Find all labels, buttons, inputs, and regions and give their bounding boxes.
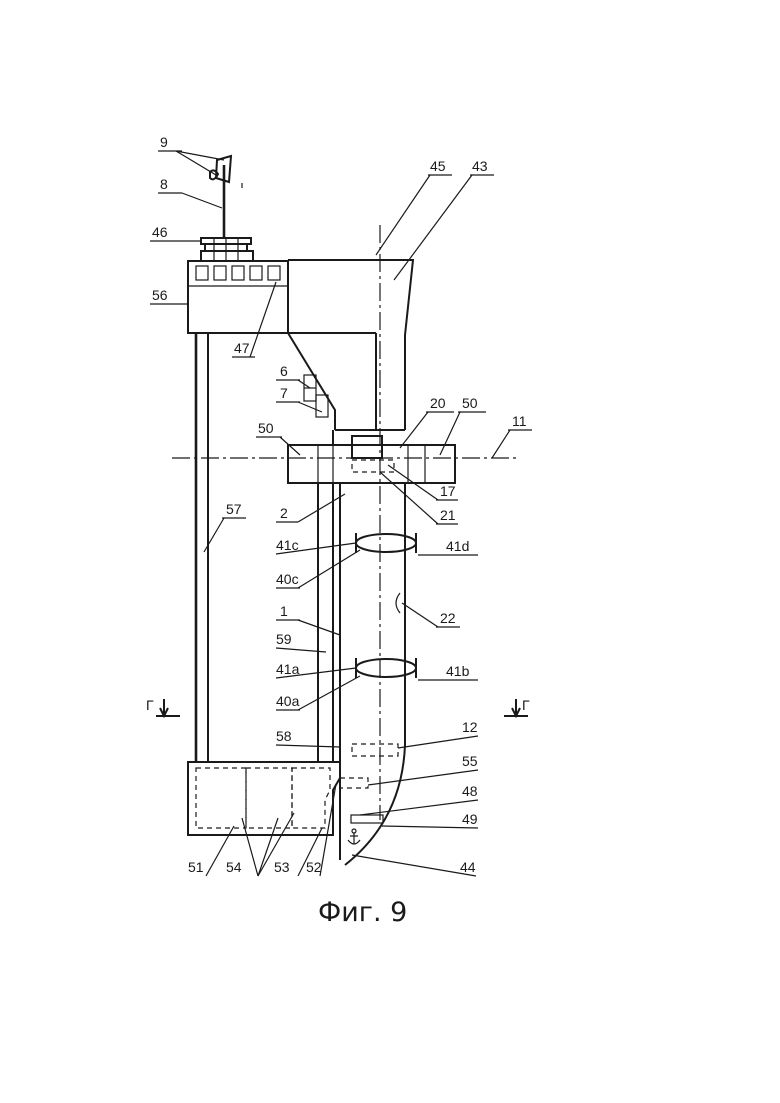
label-17: 17 [440,483,456,499]
label-57: 57 [226,501,242,517]
label-41a: 41a [276,661,300,677]
label-9: 9 [160,134,168,150]
label-21: 21 [440,507,456,523]
label-11: 11 [512,413,527,429]
label-48: 48 [462,783,478,799]
device-6-7 [304,375,328,417]
mast-base [201,238,253,261]
anchor-icon [348,829,360,844]
label-section-left: Г [146,697,154,713]
label-43: 43 [472,158,488,174]
label-8: 8 [160,176,168,192]
cabin [188,261,288,333]
label-53: 53 [274,859,290,875]
label-41d: 41d [446,538,469,554]
label-56: 56 [152,287,168,303]
section-marks [156,699,528,716]
label-47: 47 [234,340,250,356]
label-2: 2 [280,505,288,521]
top-housing [288,260,413,430]
label-41c: 41c [276,537,299,553]
antenna-icon [210,156,242,238]
label-44: 44 [460,859,476,875]
figure-caption: Фиг. 9 [318,897,407,928]
label-58: 58 [276,728,292,744]
label-section-right: Г [522,697,530,713]
label-40a: 40a [276,693,300,709]
label-49: 49 [462,811,478,827]
hull-tube [340,483,416,865]
label-41b: 41b [446,663,470,679]
label-51: 51 [188,859,204,875]
label-7: 7 [280,385,288,401]
label-46: 46 [152,224,168,240]
label-52: 52 [306,859,322,875]
label-55: 55 [462,753,478,769]
bottom-tank [188,762,340,835]
label-45: 45 [430,158,446,174]
label-40c: 40c [276,571,299,587]
label-59: 59 [276,631,292,647]
label-6: 6 [280,363,288,379]
cross-beam [172,436,516,483]
label-12: 12 [462,719,478,735]
label-50-left: 50 [258,420,274,436]
reference-labels: 9 8 46 56 47 45 43 6 7 50 20 50 11 17 21… [146,134,530,875]
label-22: 22 [440,610,456,626]
label-20: 20 [430,395,446,411]
label-50-right: 50 [462,395,478,411]
column [318,430,333,762]
label-1: 1 [280,603,288,619]
label-54: 54 [226,859,242,875]
